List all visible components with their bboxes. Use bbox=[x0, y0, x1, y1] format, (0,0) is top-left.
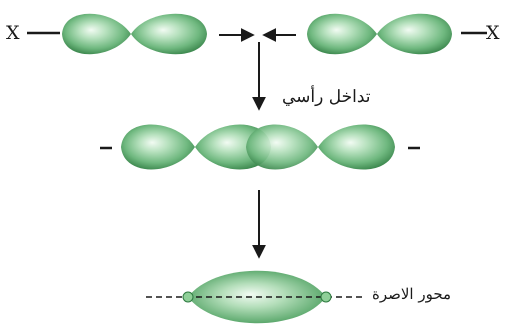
middle-lobe-4 bbox=[318, 124, 395, 170]
middle-lobe-1 bbox=[121, 124, 195, 170]
right-orbital-lobe-a bbox=[307, 13, 377, 55]
left-orbital-lobe-a bbox=[62, 13, 131, 55]
left-p-orbital bbox=[27, 13, 207, 55]
left-orbital-lobe-b bbox=[131, 13, 207, 55]
nucleus-right bbox=[320, 291, 332, 303]
right-p-orbital bbox=[307, 13, 487, 55]
middle-lobe-3 bbox=[246, 124, 318, 170]
atom-label-left: X bbox=[6, 22, 20, 44]
nucleus-left bbox=[182, 291, 194, 303]
bond-axis-label: محور الاصرة bbox=[372, 285, 452, 303]
overlap-label: تداخل رأسي bbox=[282, 87, 371, 107]
sigma-bond bbox=[146, 270, 366, 324]
right-orbital-lobe-b bbox=[377, 13, 452, 55]
overlapping-orbitals bbox=[100, 124, 420, 170]
atom-label-right: X bbox=[486, 22, 500, 44]
